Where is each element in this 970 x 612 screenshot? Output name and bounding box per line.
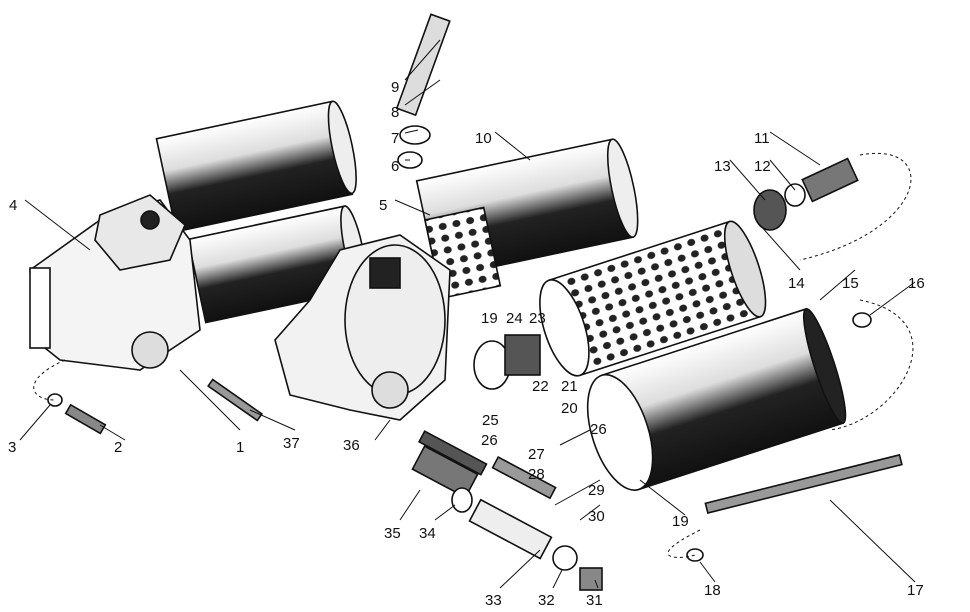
callout-33: 33 xyxy=(485,592,502,609)
callout-36: 36 xyxy=(343,437,360,454)
callout-30: 30 xyxy=(588,508,605,525)
filter-element-mesh xyxy=(539,220,767,377)
callout-34: 34 xyxy=(419,525,436,542)
callout-15: 15 xyxy=(842,275,859,292)
callout-7: 7 xyxy=(391,130,399,147)
callout-3: 3 xyxy=(8,439,16,456)
callout-11: 11 xyxy=(754,130,770,147)
callout-26-right: 26 xyxy=(590,421,607,438)
pipe-fitting xyxy=(395,13,451,117)
callout-23: 23 xyxy=(529,310,546,327)
spring-lower xyxy=(411,445,479,499)
callout-2: 2 xyxy=(114,439,122,456)
callout-19-lower: 19 xyxy=(672,513,689,530)
callout-32: 32 xyxy=(538,592,555,609)
callout-17: 17 xyxy=(907,582,924,599)
tie-rod xyxy=(704,453,903,514)
callout-16: 16 xyxy=(908,275,925,292)
callout-19-upper: 19 xyxy=(481,310,498,327)
callout-25: 25 xyxy=(482,412,499,429)
left-filter-assembly xyxy=(29,100,367,371)
callout-35: 35 xyxy=(384,525,401,542)
callout-14: 14 xyxy=(788,275,805,292)
callout-8: 8 xyxy=(391,104,399,121)
callout-6: 6 xyxy=(391,158,399,175)
callout-37: 37 xyxy=(283,435,300,452)
spring xyxy=(801,157,859,203)
callout-18: 18 xyxy=(704,582,721,599)
callout-9: 9 xyxy=(391,79,399,96)
small-parts xyxy=(47,13,903,591)
callout-24: 24 xyxy=(506,310,523,327)
callout-5: 5 xyxy=(379,197,387,214)
callout-1: 1 xyxy=(236,439,244,456)
callout-22: 22 xyxy=(532,378,549,395)
washer xyxy=(399,125,431,145)
callout-27: 27 xyxy=(528,446,545,463)
callout-28: 28 xyxy=(528,466,545,483)
right-filter-assembly xyxy=(274,138,639,421)
callout-4: 4 xyxy=(9,197,17,214)
callout-31: 31 xyxy=(586,592,603,609)
callout-20: 20 xyxy=(561,400,578,417)
callout-12: 12 xyxy=(754,158,771,175)
filter-cup xyxy=(586,307,847,491)
callout-10: 10 xyxy=(475,130,492,147)
leader-lines xyxy=(19,39,916,589)
callout-26-left: 26 xyxy=(481,432,498,449)
callout-21: 21 xyxy=(561,378,578,395)
piston xyxy=(468,498,553,560)
callout-13: 13 xyxy=(714,158,731,175)
callout-labels: 1 2 3 4 5 6 7 8 9 10 11 12 13 14 15 16 1… xyxy=(8,79,925,609)
callout-29: 29 xyxy=(588,482,605,499)
